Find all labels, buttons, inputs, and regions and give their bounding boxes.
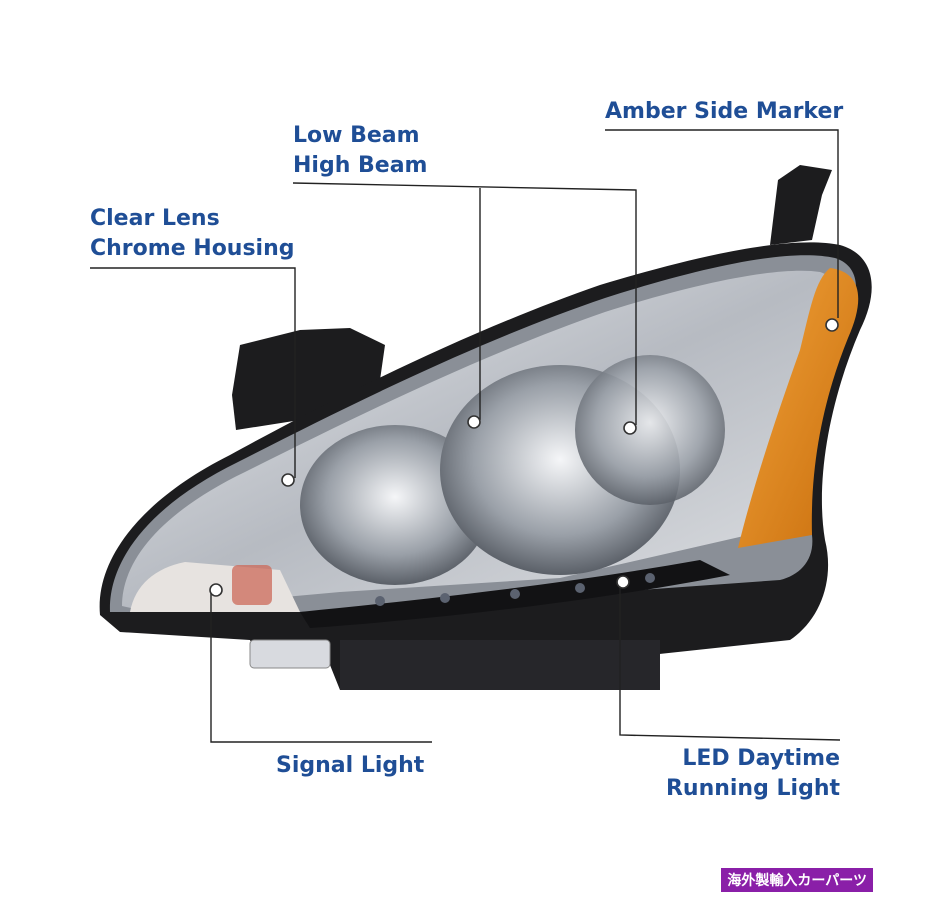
watermark-badge: 海外製輸入カーパーツ — [721, 868, 873, 892]
label-clear-lens: Clear Lens Chrome Housing — [90, 204, 295, 264]
bottom-housing — [340, 640, 660, 690]
leader-clear-lens — [90, 267, 296, 478]
inner-reflector — [575, 355, 725, 505]
callout-dots — [209, 318, 839, 597]
dot-clear-lens — [281, 473, 295, 487]
leader-lines — [90, 129, 841, 743]
label-amber-line1: Amber Side Marker — [605, 99, 844, 124]
socket-left — [249, 639, 331, 669]
label-led-line2: Running Light — [665, 776, 840, 801]
top-mount-bracket — [770, 165, 832, 245]
label-beams-line1: Low Beam — [293, 123, 420, 148]
dot-high-beam — [623, 421, 637, 435]
label-amber: Amber Side Marker — [605, 97, 843, 127]
dot-amber — [825, 318, 839, 332]
dot-low-beam — [467, 415, 481, 429]
label-led-line1: LED Daytime — [682, 746, 840, 771]
label-beams-line2: High Beam — [293, 153, 428, 178]
label-signal: Signal Light — [276, 751, 424, 781]
dot-led — [616, 575, 630, 589]
led-dot — [645, 573, 655, 583]
amber-marker — [738, 268, 859, 548]
signal-bulb — [232, 565, 272, 605]
led-dot — [440, 593, 450, 603]
label-beams: Low Beam High Beam — [293, 121, 427, 181]
led-dots — [375, 573, 655, 606]
label-signal-line1: Signal Light — [276, 753, 425, 778]
led-dot — [375, 596, 385, 606]
dot-signal — [209, 583, 223, 597]
leader-signal — [210, 592, 432, 743]
left-mount-bracket — [232, 328, 385, 430]
led-dot — [510, 589, 520, 599]
led-dot — [575, 583, 585, 593]
label-led: LED Daytime Running Light — [658, 744, 840, 804]
label-clear-lens-line2: Chrome Housing — [90, 236, 295, 261]
label-clear-lens-line1: Clear Lens — [90, 206, 220, 231]
leader-beams — [292, 182, 637, 425]
leader-led — [619, 584, 841, 741]
leader-amber — [605, 129, 839, 318]
